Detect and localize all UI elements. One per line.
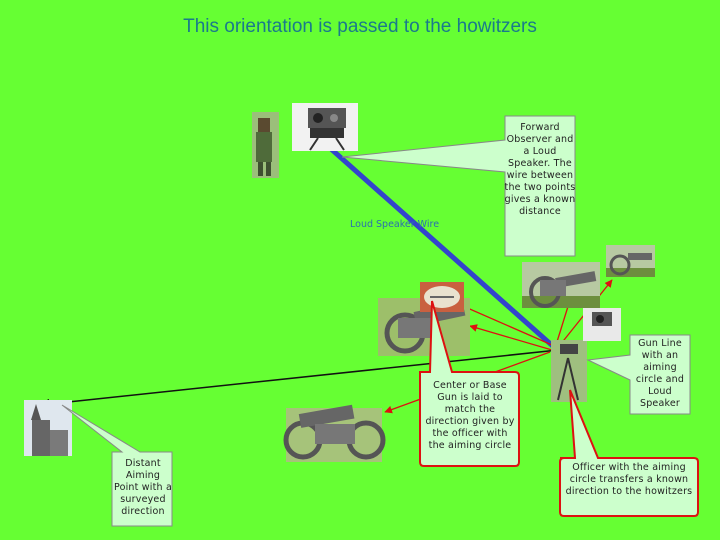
aiming-point-direction-line bbox=[38, 349, 559, 410]
aiming-circle-picture bbox=[420, 282, 464, 312]
howitzer-low-picture bbox=[283, 404, 386, 462]
callout-observer-text: Forward Observer and a Loud Speaker. The… bbox=[504, 122, 576, 217]
howitzer-far-right-picture bbox=[606, 245, 655, 277]
direction-line-base-gun bbox=[469, 324, 553, 351]
callout-officer-text: Officer with the aiming circle transfers… bbox=[565, 462, 693, 497]
gun-line-loud-speaker-picture bbox=[583, 308, 621, 341]
observer-soldier-picture bbox=[252, 112, 279, 178]
slide-title: This orientation is passed to the howitz… bbox=[183, 16, 537, 37]
callout-observer-bubble bbox=[341, 115, 576, 257]
callout-base-gun-bubble bbox=[419, 300, 520, 467]
loud-speaker-wire-label: Loud Speaker Wire bbox=[350, 219, 440, 230]
callout-gun-line-bubble bbox=[586, 334, 691, 415]
observer-loud-speaker-picture bbox=[292, 103, 358, 151]
callout-officer-bubble bbox=[559, 389, 699, 517]
loud-speaker-wire bbox=[328, 146, 557, 350]
callout-gun-line-text: Gun Line with an aiming circle and Loud … bbox=[635, 338, 685, 409]
callout-base-gun-text: Center or Base Gun is laid to match the … bbox=[425, 380, 515, 451]
callout-aiming-point-text: Distant Aiming Point with a surveyed dir… bbox=[113, 458, 172, 517]
callout-aiming-point-bubble bbox=[61, 404, 173, 527]
distant-aiming-point-picture bbox=[24, 400, 72, 456]
officer-aiming-circle-picture bbox=[551, 340, 587, 402]
howitzer-top-right-picture bbox=[522, 262, 600, 308]
